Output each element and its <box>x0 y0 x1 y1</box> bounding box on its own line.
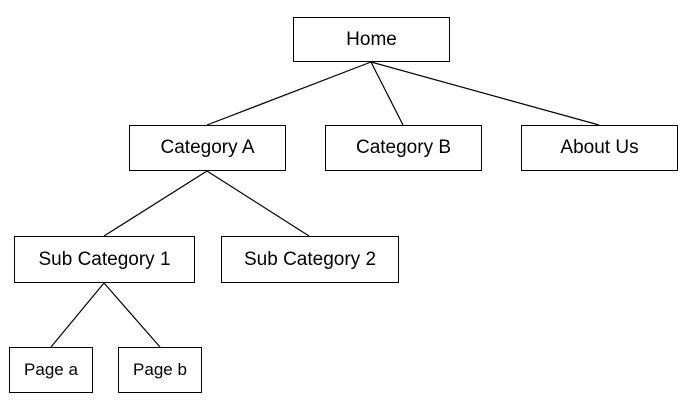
edge-home-about-us <box>370 61 600 126</box>
edge-category-a-sub-category-2 <box>206 170 310 237</box>
node-about-us-label: About Us <box>560 137 639 158</box>
node-category-b: Category B <box>325 125 482 171</box>
edge-sub-category-1-page-a <box>50 282 105 348</box>
node-page-b-label: Page b <box>133 360 187 379</box>
node-sub-category-2: Sub Category 2 <box>221 236 399 283</box>
edge-category-a-sub-category-1 <box>103 170 208 237</box>
node-page-a-label: Page a <box>24 360 78 379</box>
node-page-a: Page a <box>9 347 93 393</box>
node-sub-category-2-label: Sub Category 2 <box>243 248 377 270</box>
node-category-a: Category A <box>129 125 286 171</box>
edge-home-category-b <box>370 61 404 126</box>
node-about-us: About Us <box>521 125 678 171</box>
edge-home-category-a <box>206 61 372 126</box>
node-sub-category-1-label: Sub Category 1 <box>38 248 171 270</box>
node-page-b: Page b <box>118 347 202 393</box>
node-home: Home <box>293 17 450 62</box>
edge-sub-category-1-page-b <box>103 282 161 348</box>
node-category-b-label: Category B <box>355 137 452 158</box>
node-category-a-label: Category A <box>160 137 255 158</box>
node-sub-category-1: Sub Category 1 <box>14 236 195 283</box>
node-home-label: Home <box>346 28 397 50</box>
